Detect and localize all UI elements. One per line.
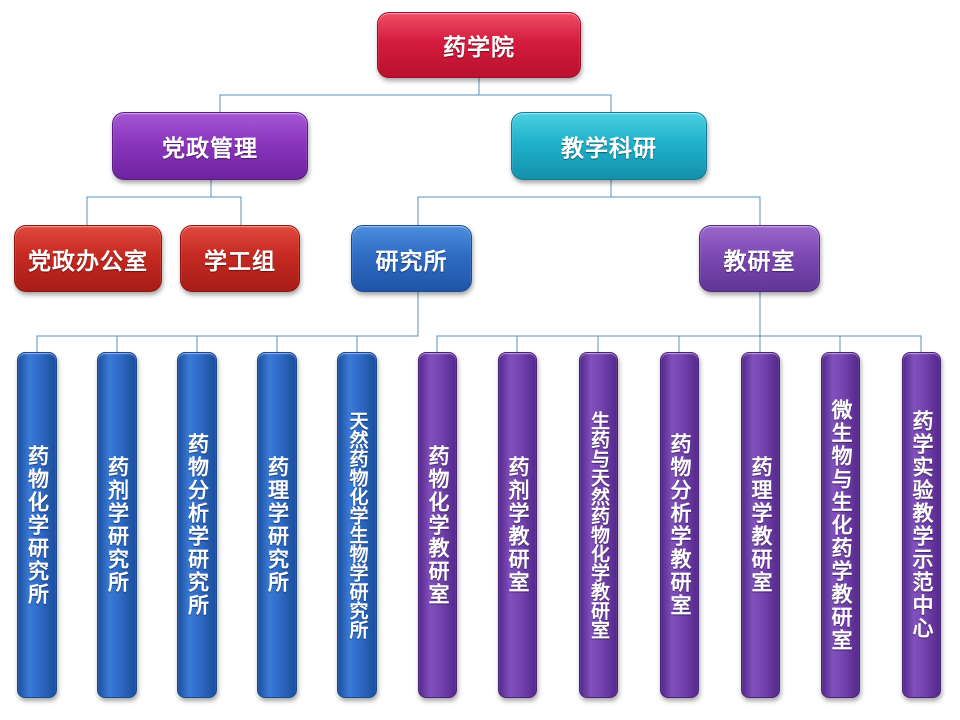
node-institute-1-label: 药物化学研究所 [25,444,50,606]
connector-root [219,78,480,112]
node-department-1: 药物化学教研室 [418,352,457,698]
node-departments-label: 教研室 [723,248,796,275]
node-admin-office-label: 党政办公室 [28,248,148,275]
node-department-5: 药理学教研室 [741,352,780,698]
node-department-1-label: 药物化学教研室 [426,444,450,606]
node-institute-3: 药物分析学研究所 [177,352,217,698]
node-department-6-label: 微生物与生化药学教研室 [829,398,853,652]
connector-academic [417,180,612,225]
node-student-affairs: 学工组 [180,225,300,292]
connector-admin-right [211,196,242,225]
node-department-3: 生药与天然药物化学教研室 [579,352,618,698]
node-department-4-label: 药物分析学教研室 [668,433,692,617]
node-department-4: 药物分析学教研室 [660,352,699,698]
node-academic: 教学科研 [511,112,707,180]
connector-admin [86,180,212,225]
node-institute-4: 药理学研究所 [257,352,297,698]
node-institute-1: 药物化学研究所 [17,352,57,698]
node-institute-2-label: 药剂学研究所 [105,456,130,594]
node-department-2-label: 药剂学教研室 [506,456,530,594]
node-department-7-label: 药学实验教学示范中心 [910,410,934,640]
node-department-7: 药学实验教学示范中心 [902,352,941,698]
node-department-5-label: 药理学教研室 [749,456,773,594]
node-institute-3-label: 药物分析学研究所 [185,433,210,617]
node-admin-label: 党政管理 [162,136,258,162]
node-institute-5-label: 天然药物化学生物学研究所 [346,411,369,639]
connector-root-right [479,94,612,112]
node-institutes-label: 研究所 [375,248,448,275]
connector-academic-right [611,196,761,225]
node-academic-label: 教学科研 [561,136,657,162]
node-root-label: 药学院 [443,35,515,61]
node-institutes: 研究所 [351,225,472,292]
node-institute-5: 天然药物化学生物学研究所 [337,352,377,698]
node-department-2: 药剂学教研室 [498,352,537,698]
node-root: 药学院 [377,12,581,78]
node-institute-4-label: 药理学研究所 [265,456,290,594]
node-department-3-label: 生药与天然药物化学教研室 [588,411,610,639]
node-admin-office: 党政办公室 [14,225,162,292]
connector-institutes [36,292,419,352]
node-institute-2: 药剂学研究所 [97,352,137,698]
node-admin: 党政管理 [112,112,308,180]
connector-dept-6-7 [760,335,922,352]
node-department-6: 微生物与生化药学教研室 [821,352,860,698]
node-departments: 教研室 [699,225,820,292]
node-student-affairs-label: 学工组 [204,248,276,275]
